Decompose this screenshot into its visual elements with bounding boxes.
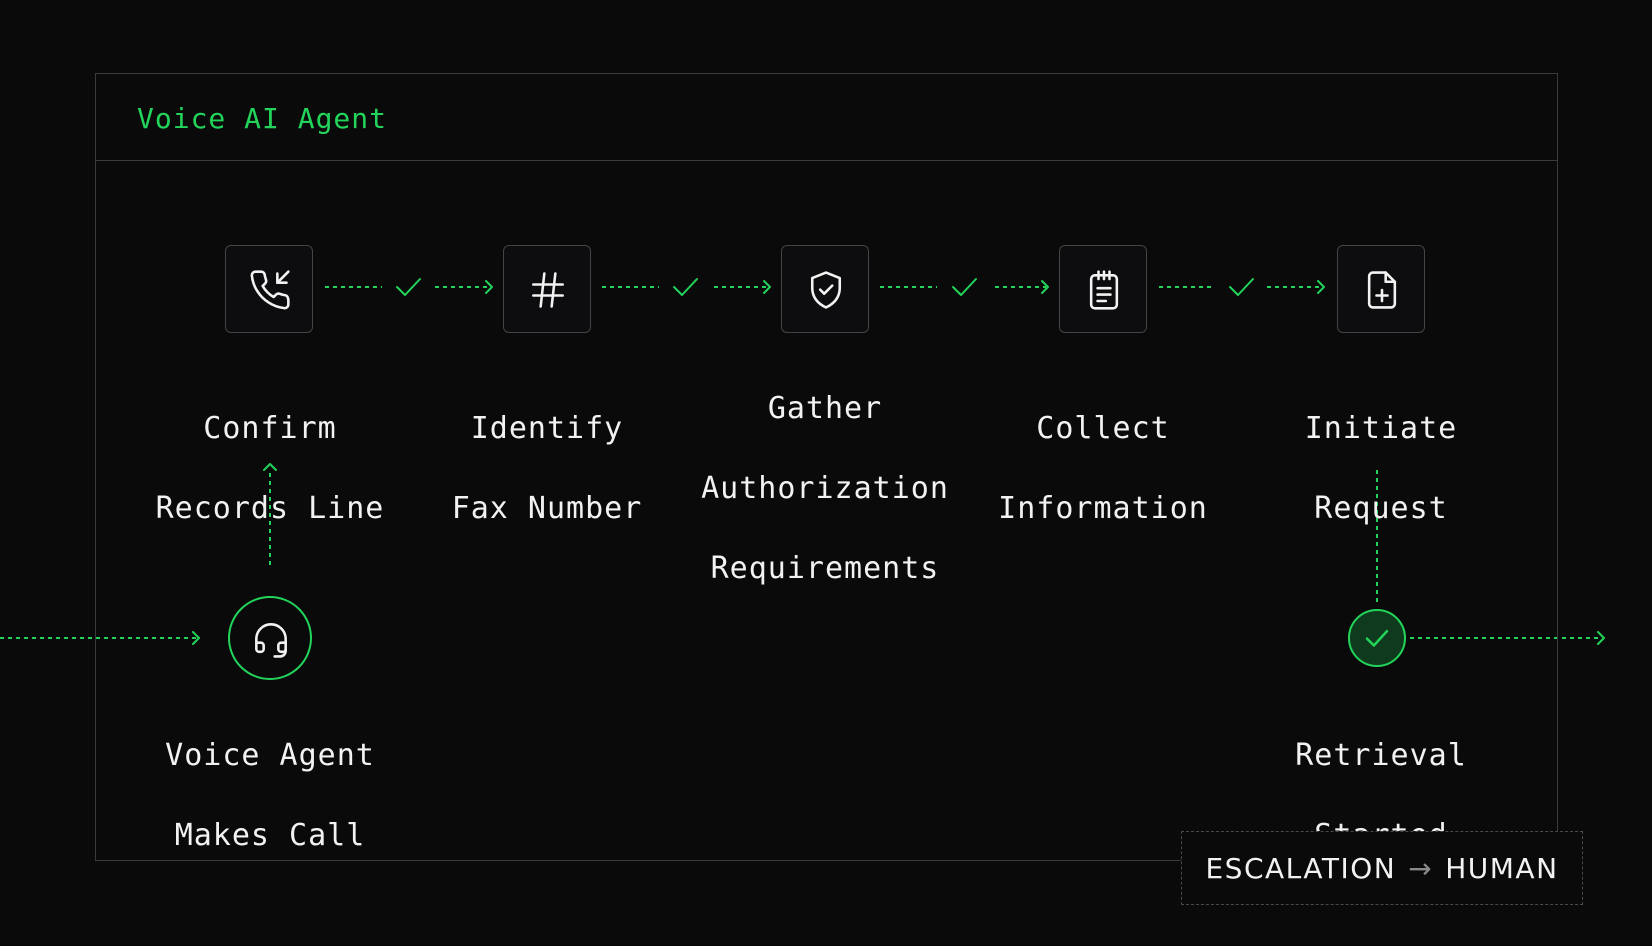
phone-incoming-icon <box>250 270 290 310</box>
end-node <box>1348 609 1406 667</box>
panel-header: Voice AI Agent <box>96 74 1557 161</box>
step-label: Identify Fax Number <box>451 411 643 526</box>
step-identify-fax-number <box>503 245 591 333</box>
hash-icon <box>532 272 564 308</box>
clipboard-list-icon <box>1089 270 1119 310</box>
start-node-label: Voice Agent Makes Call <box>165 738 375 853</box>
panel-title: Voice AI Agent <box>137 102 388 135</box>
human-label: HUMAN <box>1445 851 1559 885</box>
escalation-box: ESCALATION → HUMAN <box>1181 831 1583 905</box>
arrow-right-icon: → <box>1408 851 1434 885</box>
step-collect-information <box>1059 245 1147 333</box>
step-label: Initiate Request <box>1304 411 1458 526</box>
check-circle-icon <box>1365 629 1389 647</box>
start-node <box>228 596 312 680</box>
step-confirm-records-line <box>225 245 313 333</box>
step-gather-authorization-requirements <box>781 245 869 333</box>
headset-icon <box>255 623 287 658</box>
escalation-label: ESCALATION <box>1205 851 1397 885</box>
shield-check-icon <box>810 271 842 309</box>
arrowhead <box>1597 631 1605 645</box>
step-label: Confirm Records Line <box>155 411 385 526</box>
step-initiate-request <box>1337 245 1425 333</box>
step-label: Collect Information <box>998 411 1208 526</box>
file-plus-icon <box>1367 271 1397 309</box>
step-label: Gather Authorization Requirements <box>701 391 949 586</box>
voice-ai-agent-panel: Voice AI Agent <box>95 73 1558 861</box>
